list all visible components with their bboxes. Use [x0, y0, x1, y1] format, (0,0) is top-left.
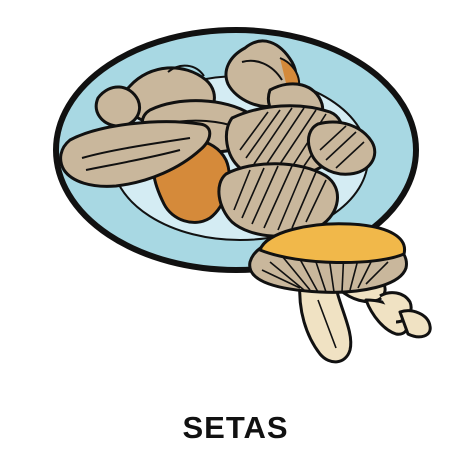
gilled-mushroom-upper	[224, 104, 377, 180]
grey-mushroom-slice	[59, 120, 212, 188]
pictogram-label: SETAS	[182, 410, 289, 445]
yellow-mushroom	[248, 222, 432, 364]
mushrooms-plate-icon	[53, 27, 432, 364]
gilled-mushroom-middle	[217, 162, 339, 238]
